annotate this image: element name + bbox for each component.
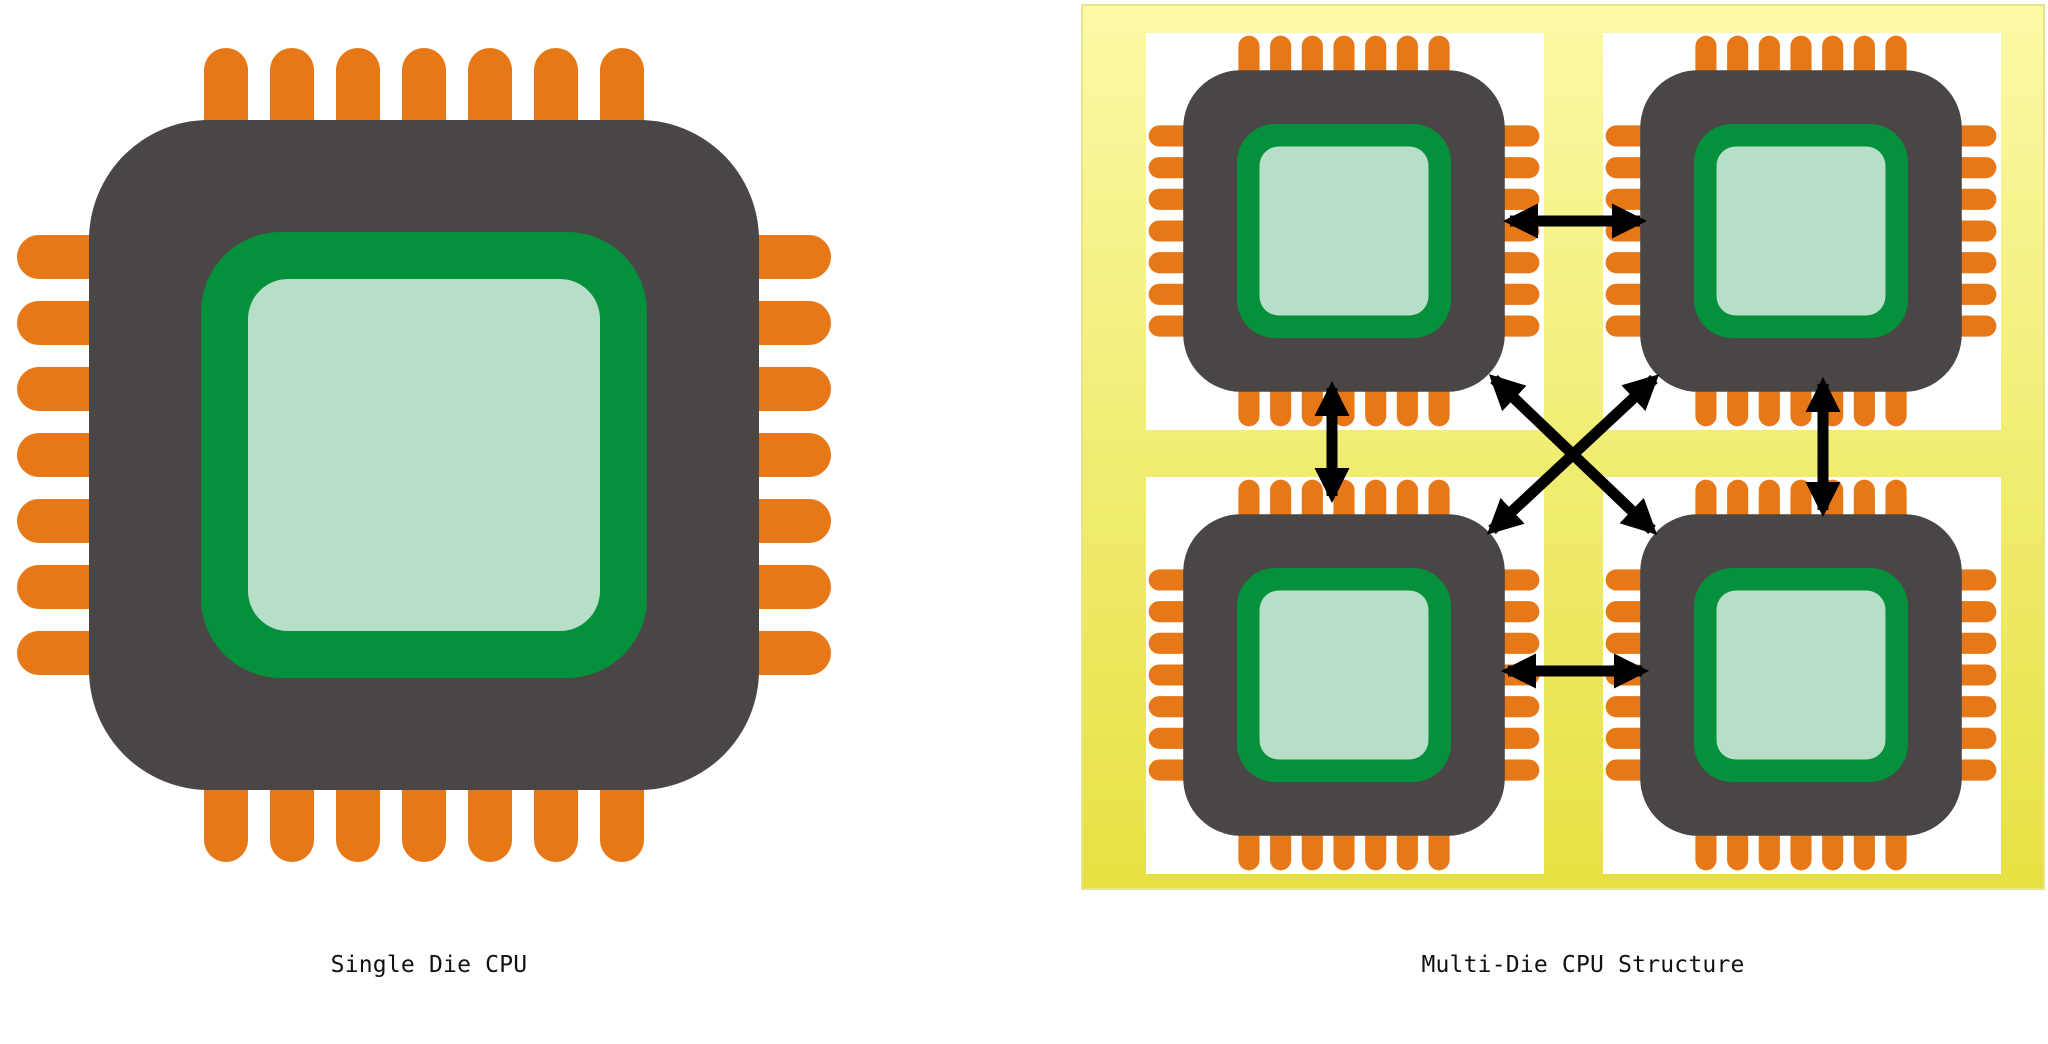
- die-bottom-left: [1148, 479, 1540, 871]
- interconnect-arrow: [1486, 374, 1660, 535]
- multi-die-caption: Multi-Die CPU Structure: [1421, 952, 1745, 978]
- die-top-right: [1605, 35, 1997, 427]
- die-core: [1259, 146, 1429, 316]
- die-core: [1716, 590, 1886, 760]
- single-die-cpu: [17, 48, 831, 862]
- multi-die-cpu-structure: [1081, 4, 2045, 890]
- single-die-caption: Single Die CPU: [330, 952, 528, 978]
- die-core: [1716, 146, 1886, 316]
- interconnect-arrows: [1314, 203, 1841, 689]
- die-core: [1259, 590, 1429, 760]
- die-bottom-right: [1605, 479, 1997, 871]
- single-die-chip: [17, 48, 831, 862]
- die-top-left: [1148, 35, 1540, 427]
- die-core: [248, 279, 600, 631]
